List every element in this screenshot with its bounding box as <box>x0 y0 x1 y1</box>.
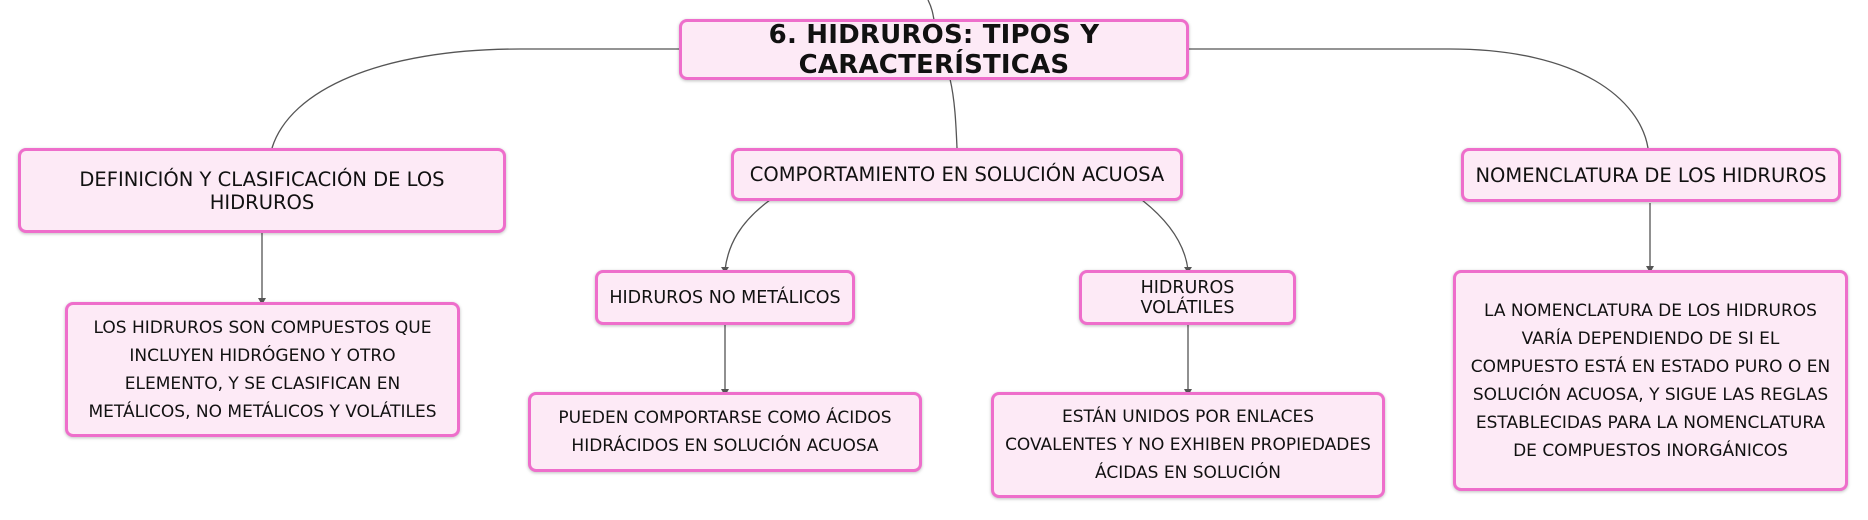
subtopic-hidruros-volatiles-label: HIDRUROS VOLÁTILES <box>1140 277 1235 318</box>
topic-nomenclatura[interactable]: NOMENCLATURA DE LOS HIDRUROS <box>1461 148 1841 202</box>
topic-definicion-label: DEFINICIÓN Y CLASIFICACIÓN DE LOS HIDRUR… <box>79 167 445 214</box>
subtopic-hidruros-volatiles[interactable]: HIDRUROS VOLÁTILES <box>1079 270 1296 325</box>
subtopic-volatiles-detail[interactable]: ESTÁN UNIDOS POR ENLACES COVALENTES Y NO… <box>991 392 1385 498</box>
topic-comportamiento[interactable]: COMPORTAMIENTO EN SOLUCIÓN ACUOSA <box>731 148 1183 201</box>
subtopic-nomenclatura-detail[interactable]: LA NOMENCLATURA DE LOS HIDRUROS VARÍA DE… <box>1453 270 1848 491</box>
subtopic-no-metalicos-detail-text: PUEDEN COMPORTARSE COMO ÁCIDOS HIDRÁCIDO… <box>558 408 892 456</box>
connector-top-stub <box>927 0 935 21</box>
subtopic-hidruros-no-metalicos[interactable]: HIDRUROS NO METÁLICOS <box>595 270 855 325</box>
connector-comportamiento-nometalicos <box>724 199 771 271</box>
connector-root-nomenclatura <box>1188 48 1649 149</box>
subtopic-no-metalicos-detail[interactable]: PUEDEN COMPORTARSE COMO ÁCIDOS HIDRÁCIDO… <box>528 392 922 472</box>
subtopic-volatiles-detail-text: ESTÁN UNIDOS POR ENLACES COVALENTES Y NO… <box>1005 407 1371 483</box>
connector-root-definicion <box>271 48 682 149</box>
connector-comportamiento-volatiles <box>1141 199 1189 271</box>
subtopic-definicion-detail[interactable]: LOS HIDRUROS SON COMPUESTOS QUE INCLUYEN… <box>65 302 460 437</box>
topic-nomenclatura-label: NOMENCLATURA DE LOS HIDRUROS <box>1475 163 1827 187</box>
topic-definicion[interactable]: DEFINICIÓN Y CLASIFICACIÓN DE LOS HIDRUR… <box>18 148 506 233</box>
connector-root-comportamiento <box>949 78 958 149</box>
root-topic[interactable]: 6. HIDRUROS: TIPOS Y CARACTERÍSTICAS <box>679 19 1189 80</box>
root-topic-label: 6. HIDRUROS: TIPOS Y CARACTERÍSTICAS <box>768 19 1100 80</box>
subtopic-nomenclatura-detail-text: LA NOMENCLATURA DE LOS HIDRUROS VARÍA DE… <box>1470 300 1831 461</box>
topic-comportamiento-label: COMPORTAMIENTO EN SOLUCIÓN ACUOSA <box>749 163 1165 186</box>
subtopic-definicion-detail-text: LOS HIDRUROS SON COMPUESTOS QUE INCLUYEN… <box>88 317 437 422</box>
subtopic-hidruros-no-metalicos-label: HIDRUROS NO METÁLICOS <box>609 287 841 308</box>
